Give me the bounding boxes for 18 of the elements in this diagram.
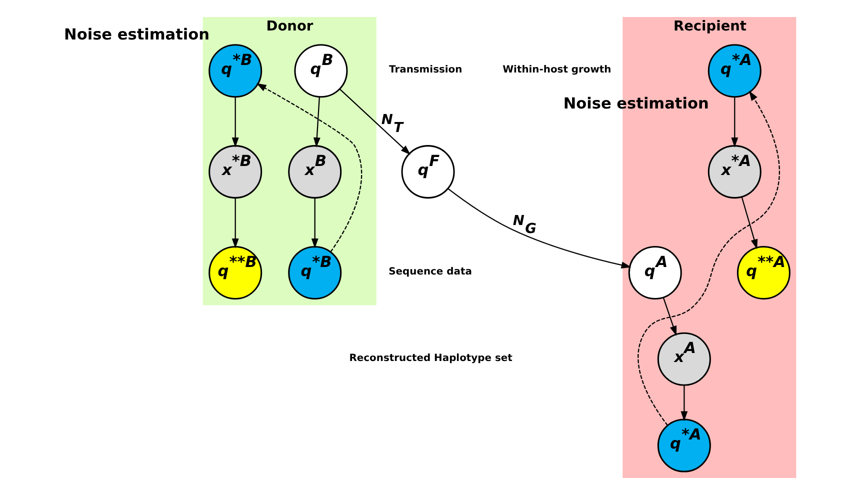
label: Within-host growth <box>502 64 611 76</box>
arrow <box>310 198 318 248</box>
arrow <box>637 90 780 426</box>
arrow <box>447 188 631 269</box>
arrow <box>662 297 676 336</box>
label: Sequence data <box>388 266 472 278</box>
arrow <box>680 385 688 422</box>
arrow <box>312 96 320 148</box>
arrow <box>740 196 758 250</box>
arrow <box>256 83 362 252</box>
arrow <box>730 96 738 148</box>
arrow <box>231 96 238 148</box>
label: Reconstructed Haplotype set <box>348 352 512 364</box>
arrow <box>231 198 238 248</box>
label: Transmission <box>388 64 462 76</box>
arrow <box>338 88 410 155</box>
node-label: Noise estimation <box>562 94 708 112</box>
node-label: Noise estimation <box>64 26 210 44</box>
